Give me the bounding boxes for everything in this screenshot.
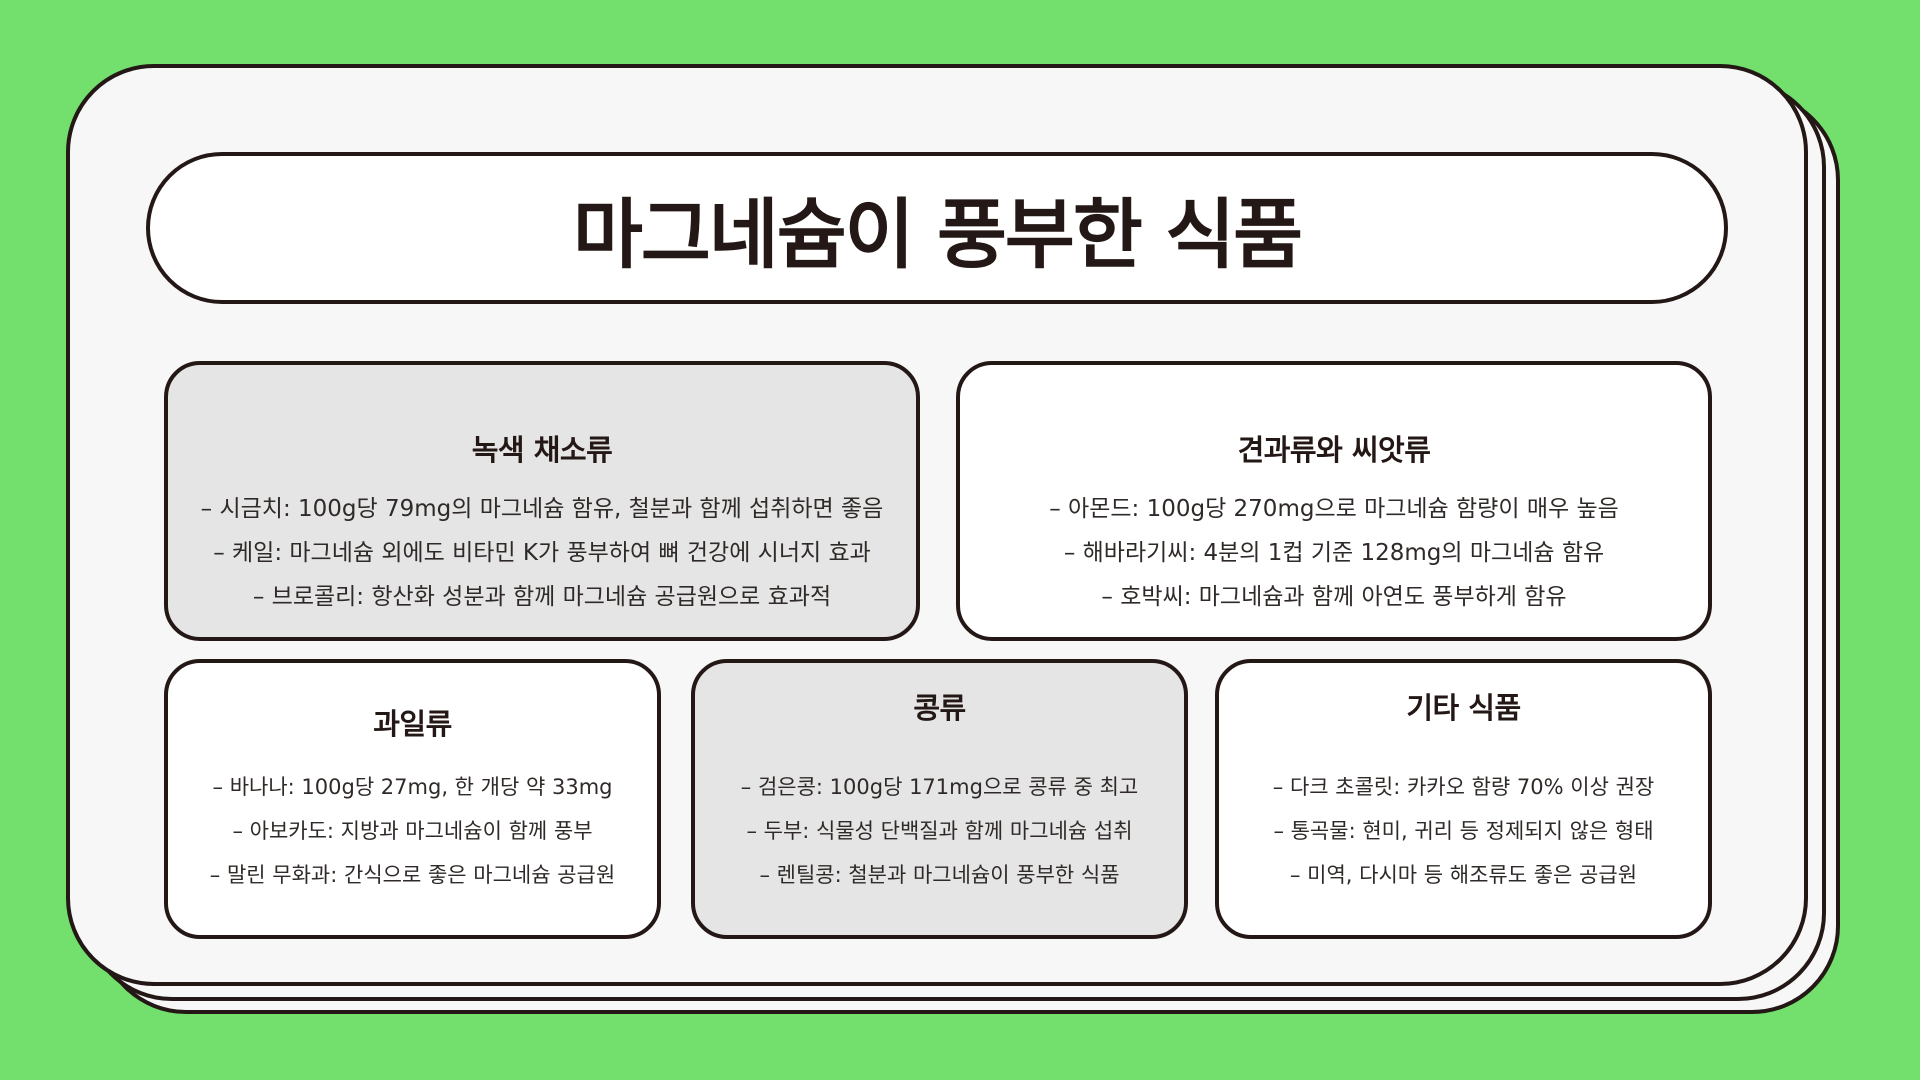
list-item: – 호박씨: 마그네슘과 함께 아연도 풍부하게 함유 bbox=[1101, 584, 1567, 610]
list-item: – 미역, 다시마 등 해조류도 좋은 공급원 bbox=[1289, 863, 1638, 887]
list-item: – 아몬드: 100g당 270mg으로 마그네슘 함량이 매우 높음 bbox=[1049, 496, 1619, 522]
list-item: – 해바라기씨: 4분의 1컵 기준 128mg의 마그네슘 함유 bbox=[1063, 540, 1605, 566]
page-title: 마그네슘이 풍부한 식품 bbox=[572, 190, 1303, 279]
list-item: – 통곡물: 현미, 귀리 등 정제되지 않은 형태 bbox=[1273, 819, 1654, 843]
list-item: – 다크 초콜릿: 카카오 함량 70% 이상 권장 bbox=[1272, 775, 1655, 799]
card-heading: 콩류 bbox=[913, 691, 966, 725]
list-item: – 시금치: 100g당 79mg의 마그네슘 함유, 철분과 함께 섭취하면 … bbox=[200, 496, 884, 522]
list-item: – 아보카도: 지방과 마그네슘이 함께 풍부 bbox=[232, 819, 593, 843]
list-item: – 검은콩: 100g당 171mg으로 콩류 중 최고 bbox=[740, 775, 1139, 799]
card-heading: 기타 식품 bbox=[1406, 691, 1521, 725]
card-item-list: – 검은콩: 100g당 171mg으로 콩류 중 최고 – 두부: 식물성 단… bbox=[695, 765, 1184, 897]
card-item-list: – 다크 초콜릿: 카카오 함량 70% 이상 권장 – 통곡물: 현미, 귀리… bbox=[1219, 765, 1708, 897]
card-other-foods: 기타 식품 – 다크 초콜릿: 카카오 함량 70% 이상 권장 – 통곡물: … bbox=[1215, 659, 1712, 939]
card-item-list: – 바나나: 100g당 27mg, 한 개당 약 33mg – 아보카도: 지… bbox=[168, 765, 657, 897]
title-banner: 마그네슘이 풍부한 식품 bbox=[146, 152, 1728, 304]
card-heading: 견과류와 씨앗류 bbox=[1237, 433, 1431, 467]
list-item: – 렌틸콩: 철분과 마그네슘이 풍부한 식품 bbox=[759, 863, 1120, 887]
card-fruits: 과일류 – 바나나: 100g당 27mg, 한 개당 약 33mg – 아보카… bbox=[164, 659, 661, 939]
card-heading: 녹색 채소류 bbox=[471, 433, 613, 467]
card-legumes: 콩류 – 검은콩: 100g당 171mg으로 콩류 중 최고 – 두부: 식물… bbox=[691, 659, 1188, 939]
list-item: – 말린 무화과: 간식으로 좋은 마그네슘 공급원 bbox=[209, 863, 616, 887]
card-heading: 과일류 bbox=[373, 707, 452, 741]
card-nuts-and-seeds: 견과류와 씨앗류 – 아몬드: 100g당 270mg으로 마그네슘 함량이 매… bbox=[956, 361, 1712, 641]
list-item: – 케일: 마그네슘 외에도 비타민 K가 풍부하여 뼈 건강에 시너지 효과 bbox=[213, 540, 871, 566]
list-item: – 두부: 식물성 단백질과 함께 마그네슘 섭취 bbox=[746, 819, 1133, 843]
card-green-vegetables: 녹색 채소류 – 시금치: 100g당 79mg의 마그네슘 함유, 철분과 함… bbox=[164, 361, 920, 641]
list-item: – 브로콜리: 항산화 성분과 함께 마그네슘 공급원으로 효과적 bbox=[252, 584, 832, 610]
card-item-list: – 아몬드: 100g당 270mg으로 마그네슘 함량이 매우 높음 – 해바… bbox=[960, 487, 1708, 619]
list-item: – 바나나: 100g당 27mg, 한 개당 약 33mg bbox=[212, 775, 613, 799]
card-item-list: – 시금치: 100g당 79mg의 마그네슘 함유, 철분과 함께 섭취하면 … bbox=[168, 487, 916, 619]
